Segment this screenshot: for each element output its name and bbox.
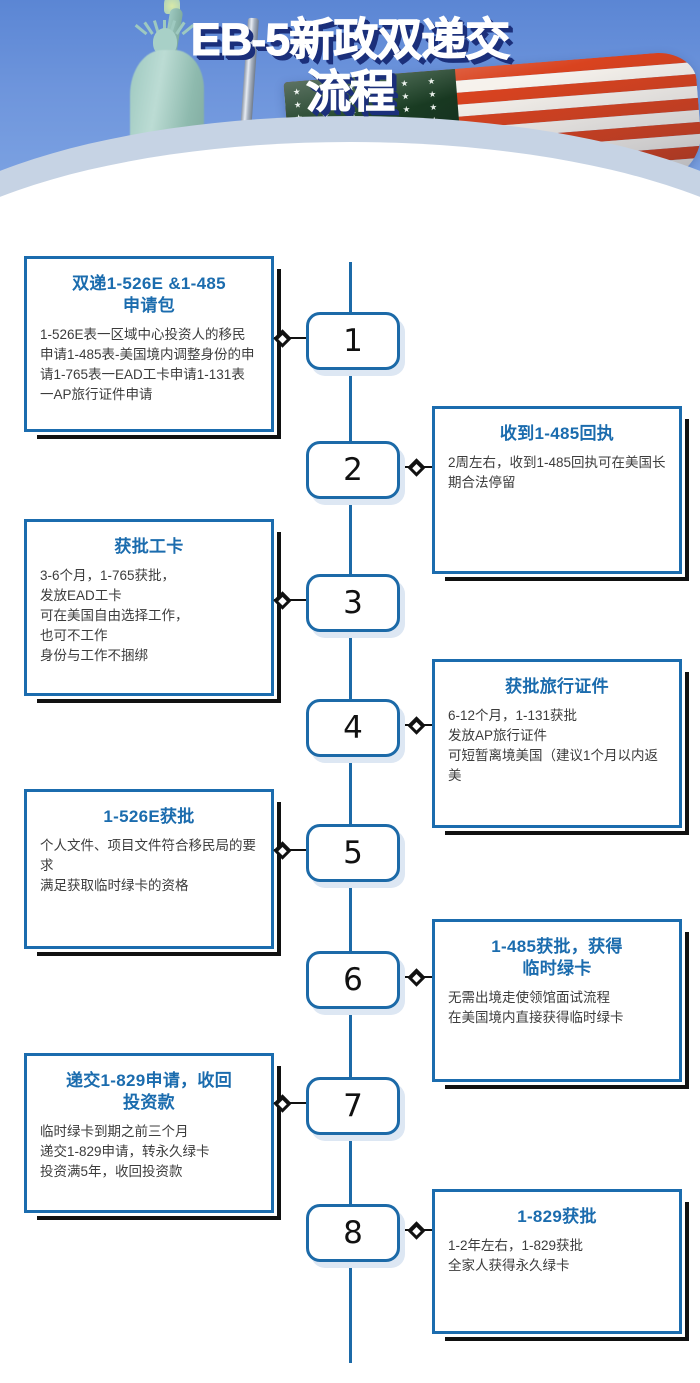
step-card-title: 获批工卡: [114, 537, 184, 556]
step-card-8[interactable]: 1-829获批 1-2年左右，1-829获批 全家人获得永久绿卡: [432, 1189, 689, 1341]
step-number-2[interactable]: 2: [306, 441, 400, 499]
step-card-6[interactable]: 1-485获批，获得 临时绿卡无需出境走使领馆面试流程 在美国境内直接获得临时绿…: [432, 919, 689, 1089]
step-number-1[interactable]: 1: [306, 312, 400, 370]
step-number-4[interactable]: 4: [306, 699, 400, 757]
step-number-label: 1: [343, 322, 363, 359]
step-card-body: 3-6个月，1-765获批， 发放EAD工卡 可在美国自由选择工作， 也可不工作…: [40, 568, 189, 663]
header-banner: EB-5新政双递交 流程: [0, 0, 700, 200]
step-number-label: 7: [343, 1087, 363, 1124]
step-card-title: 1-485获批，获得 临时绿卡: [491, 937, 623, 978]
step-number-label: 2: [343, 451, 363, 488]
step-card-body: 临时绿卡到期之前三个月 递交1-829申请，转永久绿卡 投资满5年，收回投资款: [40, 1124, 210, 1179]
step-card-title: 1-829获批: [517, 1207, 597, 1226]
step-card-body: 无需出境走使领馆面试流程 在美国境内直接获得临时绿卡: [448, 990, 624, 1025]
step-card-4[interactable]: 获批旅行证件 6-12个月，1-131获批 发放AP旅行证件 可短暂离境美国（建议…: [432, 659, 689, 835]
step-number-8[interactable]: 8: [306, 1204, 400, 1262]
step-number-6[interactable]: 6: [306, 951, 400, 1009]
connector-diamond-6: [407, 967, 426, 987]
step-number-label: 3: [343, 584, 363, 621]
step-number-label: 8: [343, 1214, 363, 1251]
step-card-title: 1-526E获批: [103, 807, 195, 826]
step-number-7[interactable]: 7: [306, 1077, 400, 1135]
step-card-body: 2周左右，收到1-485回执可在美国长期合法停留: [448, 455, 666, 490]
step-card-body: 个人文件、项目文件符合移民局的要求 满足获取临时绿卡的资格: [40, 838, 256, 893]
page-title: EB-5新政双递交 流程: [0, 14, 700, 118]
step-number-3[interactable]: 3: [306, 574, 400, 632]
step-number-label: 6: [343, 961, 363, 998]
connector-diamond-8: [407, 1220, 426, 1240]
page-title-line1: EB-5新政双递交: [190, 14, 511, 66]
connector-diamond-2: [407, 457, 426, 477]
step-number-5[interactable]: 5: [306, 824, 400, 882]
page-title-line2: 流程: [305, 66, 395, 118]
step-card-body: 1-526E表一区域中心投资人的移民申请1-485表-美国境内调整身份的申请1-…: [40, 327, 255, 402]
step-card-2[interactable]: 收到1-485回执 2周左右，收到1-485回执可在美国长期合法停留: [432, 406, 689, 581]
step-card-title: 获批旅行证件: [505, 677, 609, 696]
step-card-body: 1-2年左右，1-829获批 全家人获得永久绿卡: [448, 1238, 584, 1273]
step-card-5[interactable]: 1-526E获批个人文件、项目文件符合移民局的要求 满足获取临时绿卡的资格: [24, 789, 281, 956]
step-card-title: 双递1-526E &1-485 申请包: [72, 274, 226, 315]
step-number-label: 4: [343, 709, 363, 746]
step-card-1[interactable]: 双递1-526E &1-485 申请包 1-526E表一区域中心投资人的移民申请1…: [24, 256, 281, 439]
step-card-title: 递交1-829申请，收回 投资款: [65, 1071, 233, 1112]
step-card-7[interactable]: 递交1-829申请，收回 投资款临时绿卡到期之前三个月 递交1-829申请，转永…: [24, 1053, 281, 1220]
step-card-body: 6-12个月，1-131获批 发放AP旅行证件 可短暂离境美国（建议1个月以内返…: [448, 708, 659, 783]
step-card-3[interactable]: 获批工卡 3-6个月，1-765获批， 发放EAD工卡 可在美国自由选择工作， 也…: [24, 519, 281, 703]
timeline-spine: [349, 262, 352, 1363]
step-card-title: 收到1-485回执: [499, 424, 615, 443]
step-number-label: 5: [343, 834, 363, 871]
connector-diamond-4: [407, 715, 426, 735]
statue-crown: [134, 18, 195, 36]
